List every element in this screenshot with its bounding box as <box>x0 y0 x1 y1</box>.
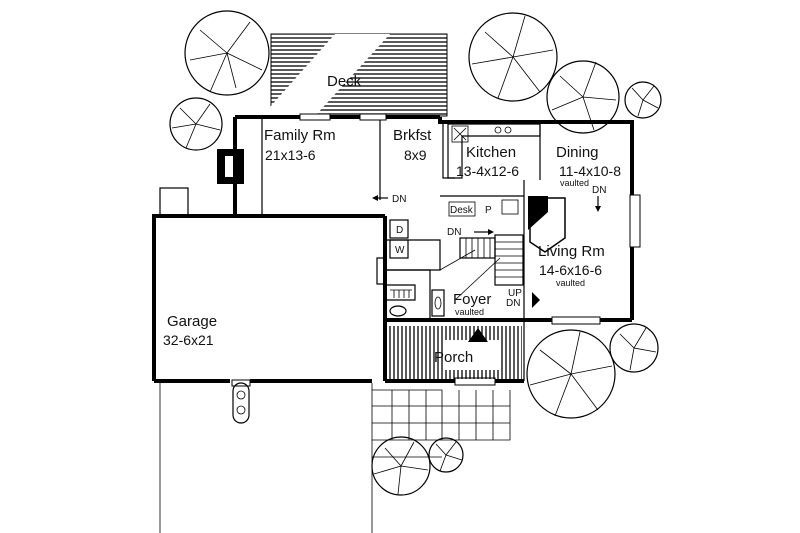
washer-label: W <box>395 245 405 256</box>
driveway <box>159 383 373 533</box>
foyer-label: Foyer <box>453 291 491 308</box>
dining-dn-label: DN <box>592 185 606 196</box>
stairs <box>439 234 524 301</box>
arrows <box>372 195 601 342</box>
family-room-label: Family Rm <box>264 127 336 144</box>
kitchen-label: Kitchen <box>466 144 516 161</box>
tree <box>526 329 616 419</box>
tree <box>184 10 270 96</box>
dining-label: Dining <box>556 144 599 161</box>
stair-dn2-label: DN <box>506 298 520 309</box>
stair-dn-label: DN <box>447 227 461 238</box>
deck <box>262 33 448 117</box>
family-dn-label: DN <box>392 194 406 205</box>
dining-note: vaulted <box>560 178 589 188</box>
desk-area <box>448 199 519 217</box>
porch-floor <box>387 326 522 379</box>
family-room-size: 21x13-6 <box>265 147 316 163</box>
tree <box>546 60 620 134</box>
breakfast-size: 8x9 <box>404 147 427 163</box>
pantry-label: P <box>485 205 492 216</box>
tree <box>169 97 223 151</box>
breakfast-label: Brkfst <box>393 127 432 144</box>
tree <box>371 436 431 496</box>
fireplace <box>217 149 244 184</box>
dining-size: 11-4x10-8 <box>559 163 621 179</box>
tree-group <box>169 10 662 496</box>
kitchen-counters <box>447 123 541 179</box>
tree <box>428 437 464 473</box>
laundry <box>376 219 409 285</box>
kitchen-size: 13-4x12-6 <box>456 163 519 179</box>
living-fireplace <box>528 196 566 253</box>
foyer-note: vaulted <box>455 307 484 317</box>
desk-label: Desk <box>450 205 474 216</box>
tree <box>468 12 558 102</box>
garage-label: Garage <box>167 313 217 330</box>
tree <box>624 81 662 119</box>
living-room-note: vaulted <box>556 278 585 288</box>
porch-label: Porch <box>434 349 473 366</box>
walkway <box>372 389 511 458</box>
living-room-size: 14-6x16-6 <box>539 262 602 278</box>
deck-label: Deck <box>327 73 362 90</box>
garage-size: 32-6x21 <box>163 332 214 348</box>
tree <box>609 323 659 373</box>
dryer-label: D <box>396 225 403 236</box>
living-room-label: Living Rm <box>538 243 605 260</box>
stair-up-label: UP <box>508 288 522 299</box>
powder-room <box>389 289 445 317</box>
garage-entry <box>232 382 250 424</box>
